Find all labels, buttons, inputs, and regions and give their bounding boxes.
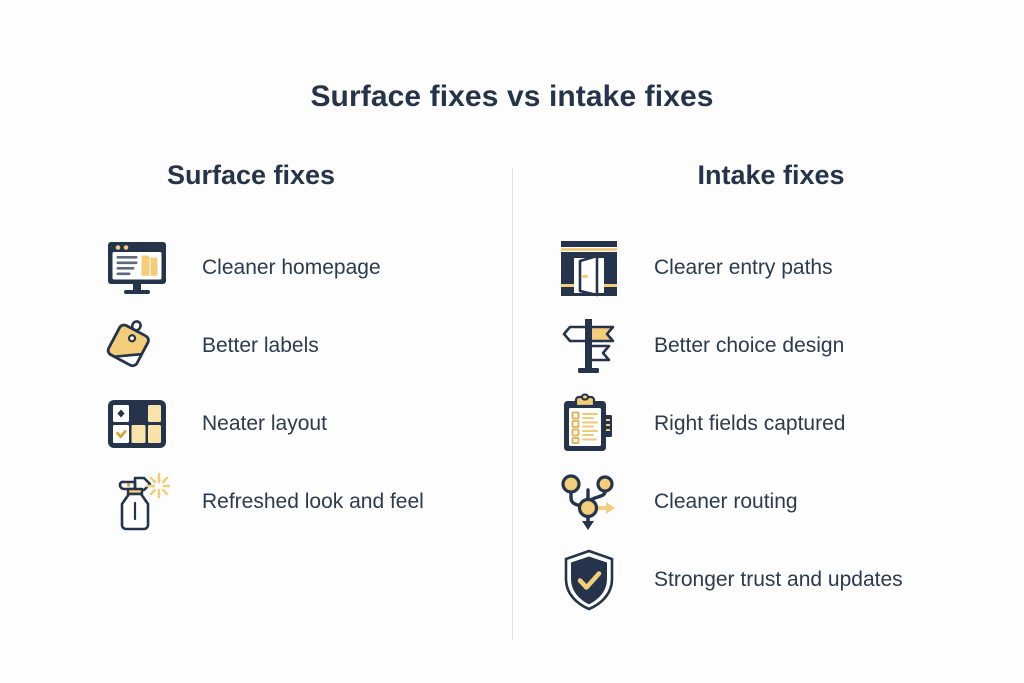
- list-item: Better choice design: [512, 307, 1024, 385]
- page-title: Surface fixes vs intake fixes: [310, 80, 714, 113]
- list-item-label: Cleaner routing: [654, 490, 798, 513]
- comparison-columns: Surface fixes: [0, 160, 1024, 619]
- list-item: Better labels: [0, 307, 512, 385]
- column-heading-surface: Surface fixes: [166, 160, 336, 190]
- column-divider: [512, 168, 513, 640]
- list-item-label: Refreshed look and feel: [202, 490, 424, 513]
- list-item-label: Right fields captured: [654, 412, 846, 435]
- price-tag-icon: [104, 313, 170, 379]
- list-item-label: Better labels: [202, 334, 319, 357]
- list-item-label: Cleaner homepage: [202, 256, 381, 279]
- column-surface-fixes: Surface fixes: [0, 160, 512, 619]
- shield-check-icon: [556, 547, 622, 613]
- list-item-label: Better choice design: [654, 334, 845, 357]
- list-item-label: Stronger trust and updates: [654, 568, 903, 591]
- list-item-label: Clearer entry paths: [654, 256, 833, 279]
- routing-nodes-icon: [556, 469, 622, 535]
- open-door-icon: [556, 235, 622, 301]
- list-item: Cleaner routing: [512, 463, 1024, 541]
- surface-fixes-list: Cleaner homepage Better l: [0, 229, 512, 541]
- intake-fixes-list: Clearer entry paths Better choice: [512, 229, 1024, 619]
- column-intake-fixes: Intake fixes: [512, 160, 1024, 619]
- list-item: Cleaner homepage: [0, 229, 512, 307]
- list-item: Neater layout: [0, 385, 512, 463]
- column-heading-intake: Intake fixes: [697, 160, 845, 190]
- monitor-window-icon: [104, 235, 170, 301]
- layout-grid-icon: [104, 391, 170, 457]
- list-item: Right fields captured: [512, 385, 1024, 463]
- signpost-icon: [556, 313, 622, 379]
- list-item: Clearer entry paths: [512, 229, 1024, 307]
- clipboard-checklist-icon: [556, 391, 622, 457]
- list-item-label: Neater layout: [202, 412, 327, 435]
- list-item: Stronger trust and updates: [512, 541, 1024, 619]
- spray-bottle-sparkle-icon: [104, 469, 170, 535]
- list-item: Refreshed look and feel: [0, 463, 512, 541]
